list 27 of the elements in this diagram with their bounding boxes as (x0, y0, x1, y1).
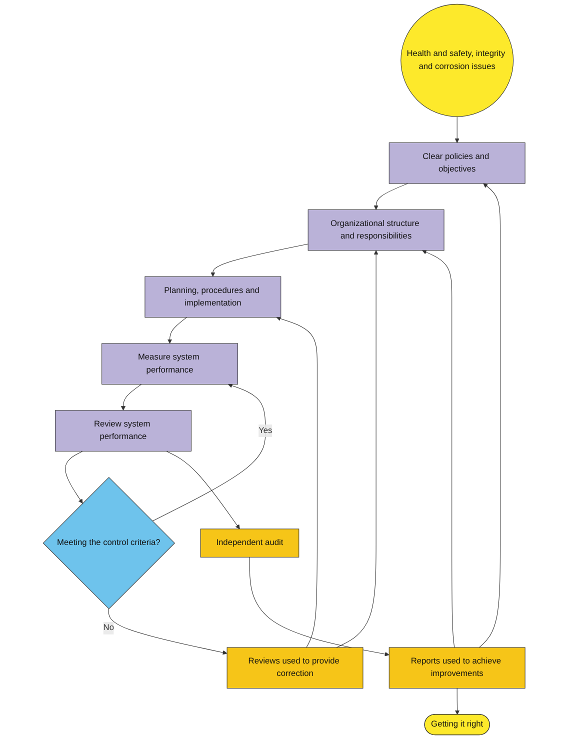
node-diamond: Meeting the control criteria? (42, 476, 175, 610)
arrow (120, 384, 142, 411)
arrow (167, 317, 187, 344)
node-box: Planning, procedures and implementation (144, 276, 282, 318)
node-box: Clear policies and objectives (388, 142, 526, 184)
arrow (454, 688, 460, 715)
arrow (422, 250, 455, 648)
arrow (166, 450, 240, 530)
arrow (152, 383, 266, 522)
arrow (210, 244, 308, 277)
arrow (249, 556, 390, 656)
arrow (336, 250, 378, 648)
arrow (478, 183, 500, 648)
arrow (108, 608, 228, 655)
arrow (64, 450, 83, 504)
edge-label: No (103, 623, 114, 632)
node-box: Reviews used to provide correction (226, 647, 364, 689)
node-box: Independent audit (200, 528, 300, 558)
node-box: Reports used to achieve improvements (388, 647, 526, 689)
arrow (276, 316, 318, 648)
node-circle: Health and safety, integrity and corrosion issues (400, 4, 514, 117)
arrow (454, 116, 460, 143)
node-box: Measure system performance (101, 343, 238, 385)
node-box: Review system performance (54, 410, 192, 452)
edge-label: Yes (258, 426, 272, 435)
node-box: Organizational structure and responsibilities (308, 209, 444, 251)
arrow (374, 183, 408, 210)
